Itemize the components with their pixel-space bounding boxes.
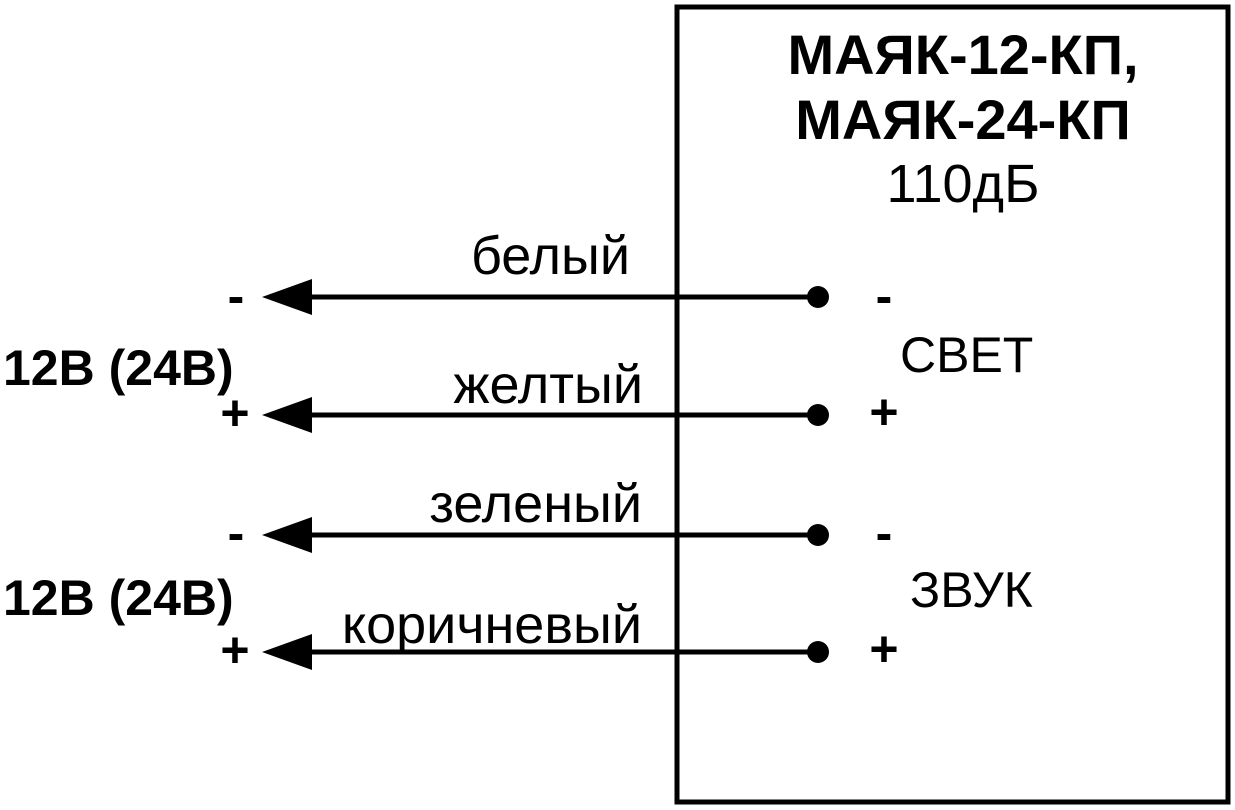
polarity-terminal-sound-minus: -	[875, 505, 893, 561]
left-arrowhead-icon	[262, 279, 312, 315]
device-box-outline	[674, 4, 1231, 805]
wire-color-label-white: белый	[470, 226, 630, 286]
polarity-terminal-light-minus: -	[875, 268, 893, 324]
wire-color-label-brown: коричневый	[341, 595, 642, 655]
polarity-terminal-sound-plus: +	[869, 621, 899, 677]
polarity-left-sound-minus: -	[227, 505, 245, 561]
left-arrowhead-icon	[262, 517, 312, 553]
supply-voltage-label-light: 12В (24В)	[3, 340, 234, 396]
device-sound-level: 110дБ	[886, 154, 1040, 214]
device-model-line2: МАЯК-24-КП	[795, 88, 1131, 151]
left-arrowhead-icon	[262, 397, 312, 433]
wire-brown	[262, 634, 829, 670]
polarity-left-light-minus: -	[227, 268, 245, 324]
terminal-dot	[807, 286, 829, 308]
wire-green	[262, 517, 829, 553]
wire-white	[262, 279, 829, 315]
polarity-terminal-light-plus: +	[869, 384, 899, 440]
wire-color-label-yellow: желтый	[453, 355, 643, 415]
wire-color-label-green: зеленый	[429, 474, 642, 534]
left-arrowhead-icon	[262, 634, 312, 670]
terminal-dot	[807, 524, 829, 546]
device-model-line1: МАЯК-12-КП,	[787, 23, 1139, 86]
polarity-left-light-plus: +	[220, 385, 250, 441]
polarity-left-sound-plus: +	[220, 622, 250, 678]
channel-label-light: СВЕТ	[900, 327, 1034, 383]
channel-label-sound: ЗВУК	[910, 562, 1033, 618]
wire-yellow	[262, 397, 829, 433]
device-title-block: МАЯК-12-КП, МАЯК-24-КП 110дБ	[743, 22, 1183, 217]
supply-voltage-label-sound: 12В (24В)	[3, 570, 234, 626]
terminal-dot	[807, 641, 829, 663]
terminal-dot	[807, 404, 829, 426]
